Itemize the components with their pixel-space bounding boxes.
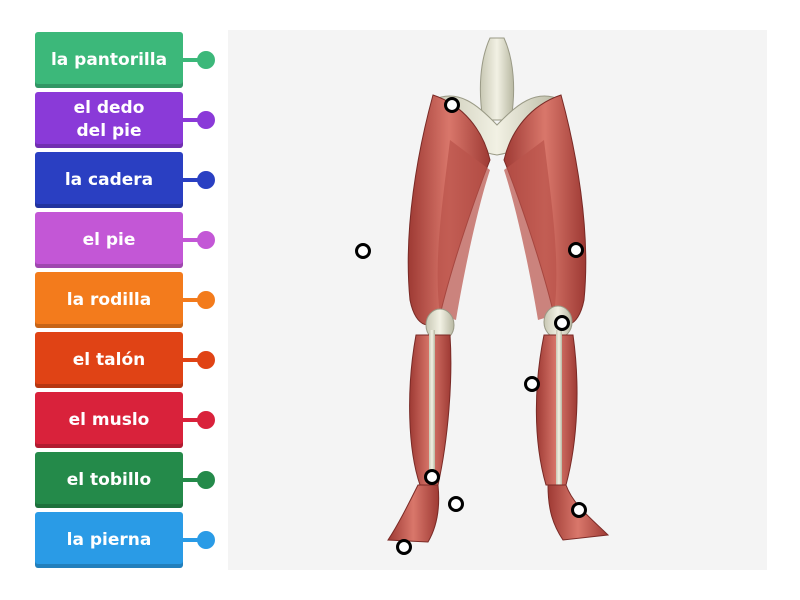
connector-dot[interactable]: [197, 111, 215, 129]
connector-dot[interactable]: [197, 411, 215, 429]
connector-line: [183, 118, 203, 122]
label-tile[interactable]: la rodilla: [35, 272, 183, 328]
connector-dot[interactable]: [197, 171, 215, 189]
drop-target-5[interactable]: [524, 376, 540, 392]
drop-target-9[interactable]: [396, 539, 412, 555]
label-tile[interactable]: el pie: [35, 212, 183, 268]
anatomy-diagram: [228, 30, 767, 570]
label-tile[interactable]: el muslo: [35, 392, 183, 448]
label-row-rodilla[interactable]: la rodilla: [35, 272, 225, 328]
drop-target-2[interactable]: [355, 243, 371, 259]
label-tile[interactable]: el talón: [35, 332, 183, 388]
label-tile[interactable]: el tobillo: [35, 452, 183, 508]
connector-dot[interactable]: [197, 51, 215, 69]
connector-line: [183, 238, 203, 242]
connector-line: [183, 58, 203, 62]
label-list: la pantorilla el dedo del pie la cadera …: [0, 0, 230, 600]
label-row-pierna[interactable]: la pierna: [35, 512, 225, 568]
connector-line: [183, 538, 203, 542]
connector-dot[interactable]: [197, 231, 215, 249]
drop-target-6[interactable]: [424, 469, 440, 485]
connector-dot[interactable]: [197, 531, 215, 549]
label-row-talon[interactable]: el talón: [35, 332, 225, 388]
connector-line: [183, 178, 203, 182]
connector-dot[interactable]: [197, 351, 215, 369]
label-row-pie[interactable]: el pie: [35, 212, 225, 268]
drop-target-4[interactable]: [554, 315, 570, 331]
label-row-tobillo[interactable]: el tobillo: [35, 452, 225, 508]
label-tile[interactable]: el dedo del pie: [35, 92, 183, 148]
connector-line: [183, 358, 203, 362]
connector-line: [183, 478, 203, 482]
label-row-cadera[interactable]: la cadera: [35, 152, 225, 208]
label-row-dedo-del-pie[interactable]: el dedo del pie: [35, 92, 225, 148]
label-tile[interactable]: la pantorilla: [35, 32, 183, 88]
label-tile[interactable]: la cadera: [35, 152, 183, 208]
label-row-muslo[interactable]: el muslo: [35, 392, 225, 448]
drop-target-7[interactable]: [448, 496, 464, 512]
leg-muscles-illustration: [387, 37, 610, 543]
connector-dot[interactable]: [197, 291, 215, 309]
label-tile[interactable]: la pierna: [35, 512, 183, 568]
connector-line: [183, 298, 203, 302]
label-row-pantorilla[interactable]: la pantorilla: [35, 32, 225, 88]
connector-dot[interactable]: [197, 471, 215, 489]
drop-target-1[interactable]: [444, 97, 460, 113]
drop-target-8[interactable]: [571, 502, 587, 518]
drop-target-3[interactable]: [568, 242, 584, 258]
connector-line: [183, 418, 203, 422]
